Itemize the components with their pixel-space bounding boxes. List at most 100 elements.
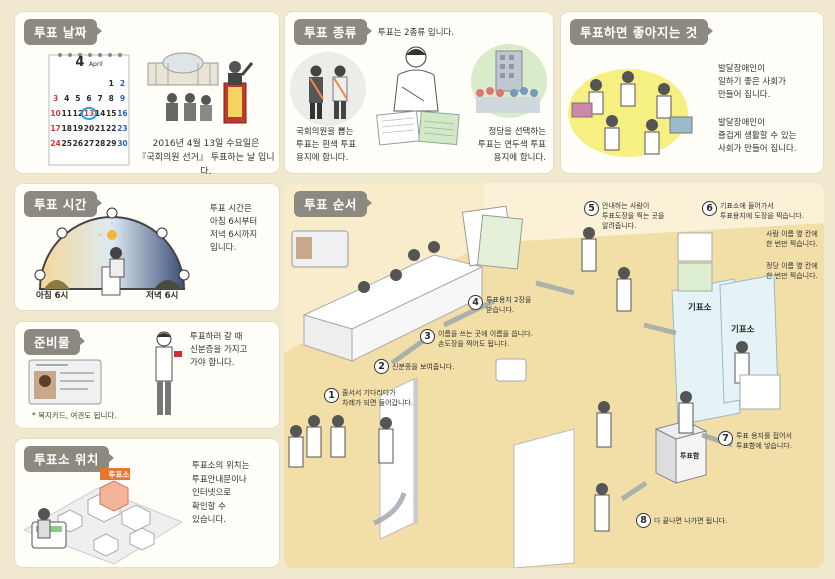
calendar-day: 7: [97, 94, 103, 103]
preparation-text: 투표하러 갈 때 신분증을 가지고 가야 합니다.: [190, 331, 247, 370]
benefit-2-line2: 즐겁게 생활할 수 있는: [718, 131, 797, 141]
polling-location-title: 투표소 위치: [24, 446, 114, 472]
calendar-day: [83, 79, 94, 88]
calendar-day: 13: [83, 109, 95, 118]
step-4-number: 4: [468, 295, 483, 310]
voting-date-title: 투표 날짜: [24, 19, 102, 45]
polling-location-panel: 투표소 위치 투표소 투표소의 위치는 투표안내문이나 인터넷으로 확인할 수 …: [14, 438, 280, 568]
calendar-day: 16: [117, 109, 128, 118]
step-2-line1: 신분증을 보여줍니다.: [392, 362, 455, 371]
step-1: 1 줄서서 기다리다가 차례가 되면 들어갑니다.: [324, 388, 413, 408]
polling-location-line4: 확인할 수: [192, 501, 226, 512]
step-3-line2: 손도장을 찍어도 됩니다.: [438, 340, 510, 348]
calendar-day: 23: [117, 124, 128, 133]
calendar-day: 20: [83, 124, 95, 133]
evening-label: 저녁 6시: [146, 291, 179, 301]
step-7-line1: 투표 용지를 접어서: [736, 432, 792, 440]
benefits-panel: 투표하면 좋아지는 것 발달장애인이 일하기 좋은 사회가 만들어 집니다. 발…: [560, 11, 824, 174]
step-6-number: 6: [702, 201, 717, 216]
speaker-illustration: [147, 52, 254, 124]
step-6-line2: 투표용지에 도장을 찍습니다.: [720, 212, 804, 220]
morning-label: 아침 6시: [36, 291, 69, 301]
calendar-day: 22: [106, 124, 117, 133]
step-1-line1: 줄서서 기다리다가: [342, 389, 396, 397]
green-ballot-text: 정당을 선택하는 투표는 연두색 투표 용지에 합니다.: [466, 126, 546, 165]
preparation-line3: 가야 합니다.: [190, 358, 235, 368]
step-1-line2: 차례가 되면 들어갑니다.: [342, 399, 414, 407]
preparation-title: 준비물: [24, 329, 86, 355]
voting-time-text: 투표 시간은 아침 6시부터 저녁 6시까지 입니다.: [210, 203, 257, 255]
polling-station-sign: 투표소: [108, 470, 130, 479]
polling-location-line3: 인터넷으로: [192, 488, 232, 498]
step-5-number: 5: [584, 201, 599, 216]
benefit-text-1: 발달장애인이 일하기 좋은 사회가 만들어 집니다.: [718, 63, 786, 102]
sun-time-dial: [34, 207, 190, 296]
benefit-1-line1: 발달장애인이: [718, 64, 765, 74]
step-3: 3 이름을 쓰는 곳에 이름을 씁니다. 손도장을 찍어도 됩니다.: [420, 329, 533, 349]
benefit-1-line3: 만들어 집니다.: [718, 90, 771, 100]
step-3-number: 3: [420, 329, 435, 344]
calendar-month-sub: April: [88, 61, 103, 68]
voting-time-panel: 투표 시간 아침 6시 저녁 6시 투표 시간은 아침 6시부터 저녁 6시까지…: [14, 183, 280, 311]
step-7-line2: 투표함에 넣습니다.: [736, 442, 792, 450]
step-2: 2 신분증을 보여줍니다.: [374, 359, 454, 374]
person-with-id-illustration: [155, 331, 182, 415]
booth-label: 기표소: [688, 303, 712, 313]
calendar-day: 17: [50, 124, 61, 133]
step-8-number: 8: [636, 513, 651, 528]
voter-illustration: [376, 46, 460, 146]
white-note-line2: 한 번만 찍습니다.: [766, 240, 818, 248]
voting-date-line1: 2016년 4월 13일 수요일은: [152, 139, 260, 149]
preparation-line1: 투표하러 갈 때: [190, 332, 243, 342]
green-ballot-note: 정당 이름 옆 칸에 한 번만 찍습니다.: [766, 261, 818, 281]
calendar-day: 25: [61, 139, 72, 148]
benefit-2-line3: 사회가 만들어 집니다.: [718, 144, 797, 154]
white-ballot-line1: 국회의원을 뽑는: [296, 127, 354, 137]
calendar-day: 6: [86, 94, 92, 103]
calendar-day: 28: [94, 139, 106, 148]
step-7-number: 7: [718, 431, 733, 446]
white-note-line1: 사람 이름 옆 칸에: [766, 230, 818, 238]
white-ballot-note: 사람 이름 옆 칸에 한 번만 찍습니다.: [766, 229, 818, 249]
benefit-text-2: 발달장애인이 즐겁게 생활할 수 있는 사회가 만들어 집니다.: [718, 117, 797, 156]
calendar-day: 30: [117, 139, 128, 148]
calendar-month: 4: [75, 55, 85, 70]
calendar-day: [72, 79, 83, 88]
benefits-title: 투표하면 좋아지는 것: [570, 19, 713, 45]
voting-date-line2: 『국회의원 선거』 투표하는 날 입니다.: [137, 153, 275, 174]
voting-time-line2: 아침 6시부터: [210, 217, 258, 227]
step-4-line1: 투표용지 2장을: [486, 296, 532, 304]
voting-order-panel: 투표 순서 기표소 기표소 투표함 사람 이름 옆 칸에 한 번만 찍습니다. …: [284, 183, 824, 568]
calendar-day: 26: [72, 139, 84, 148]
polling-location-text: 투표소의 위치는 투표안내문이나 인터넷으로 확인할 수 있습니다.: [192, 460, 249, 528]
society-illustration: [568, 69, 693, 157]
green-note-line2: 한 번만 찍습니다.: [766, 272, 818, 280]
green-ballot-line3: 용지에 합니다.: [493, 153, 546, 163]
calendar-day: 24: [50, 139, 61, 148]
calendar-day: 1: [108, 79, 114, 88]
candidate-bubble: [290, 52, 366, 126]
voting-time-line1: 투표 시간은: [210, 204, 252, 214]
white-ballot-line3: 용지에 합니다.: [296, 153, 349, 163]
green-ballot-line2: 투표는 연두색 투표: [478, 140, 546, 150]
white-ballot-line2: 투표는 흰색 투표: [296, 140, 357, 150]
booth-label-2: 기표소: [731, 325, 755, 335]
voting-order-title: 투표 순서: [294, 191, 372, 217]
benefit-2-line1: 발달장애인이: [718, 118, 765, 128]
step-6: 6 기표소에 들어가서 투표용지에 도장을 찍습니다.: [702, 201, 804, 221]
ballot-box-label: 투표함: [680, 452, 700, 460]
calendar-day: 9: [119, 94, 126, 103]
step-4: 4 투표용지 2장을 받습니다.: [468, 295, 531, 315]
calendar-day: 3: [52, 94, 59, 103]
calendar-day: [50, 79, 61, 88]
preparation-footnote: * 복지카드, 여권도 됩니다.: [32, 411, 117, 420]
calendar-day: 11: [61, 109, 72, 118]
voting-time-title: 투표 시간: [24, 191, 102, 217]
calendar-day: 14: [94, 109, 106, 118]
calendar-day: 10: [50, 109, 61, 118]
calendar-day: 12: [72, 109, 84, 118]
id-card-icon: [28, 359, 102, 405]
voting-types-panel: 투표 종류 투표는 2종류 입니다. 국회의원을 뽑는 투표는 흰색 투표 용지…: [284, 11, 554, 174]
calendar-day: [95, 79, 106, 88]
step-5-line1: 안내하는 사람이: [602, 202, 650, 210]
